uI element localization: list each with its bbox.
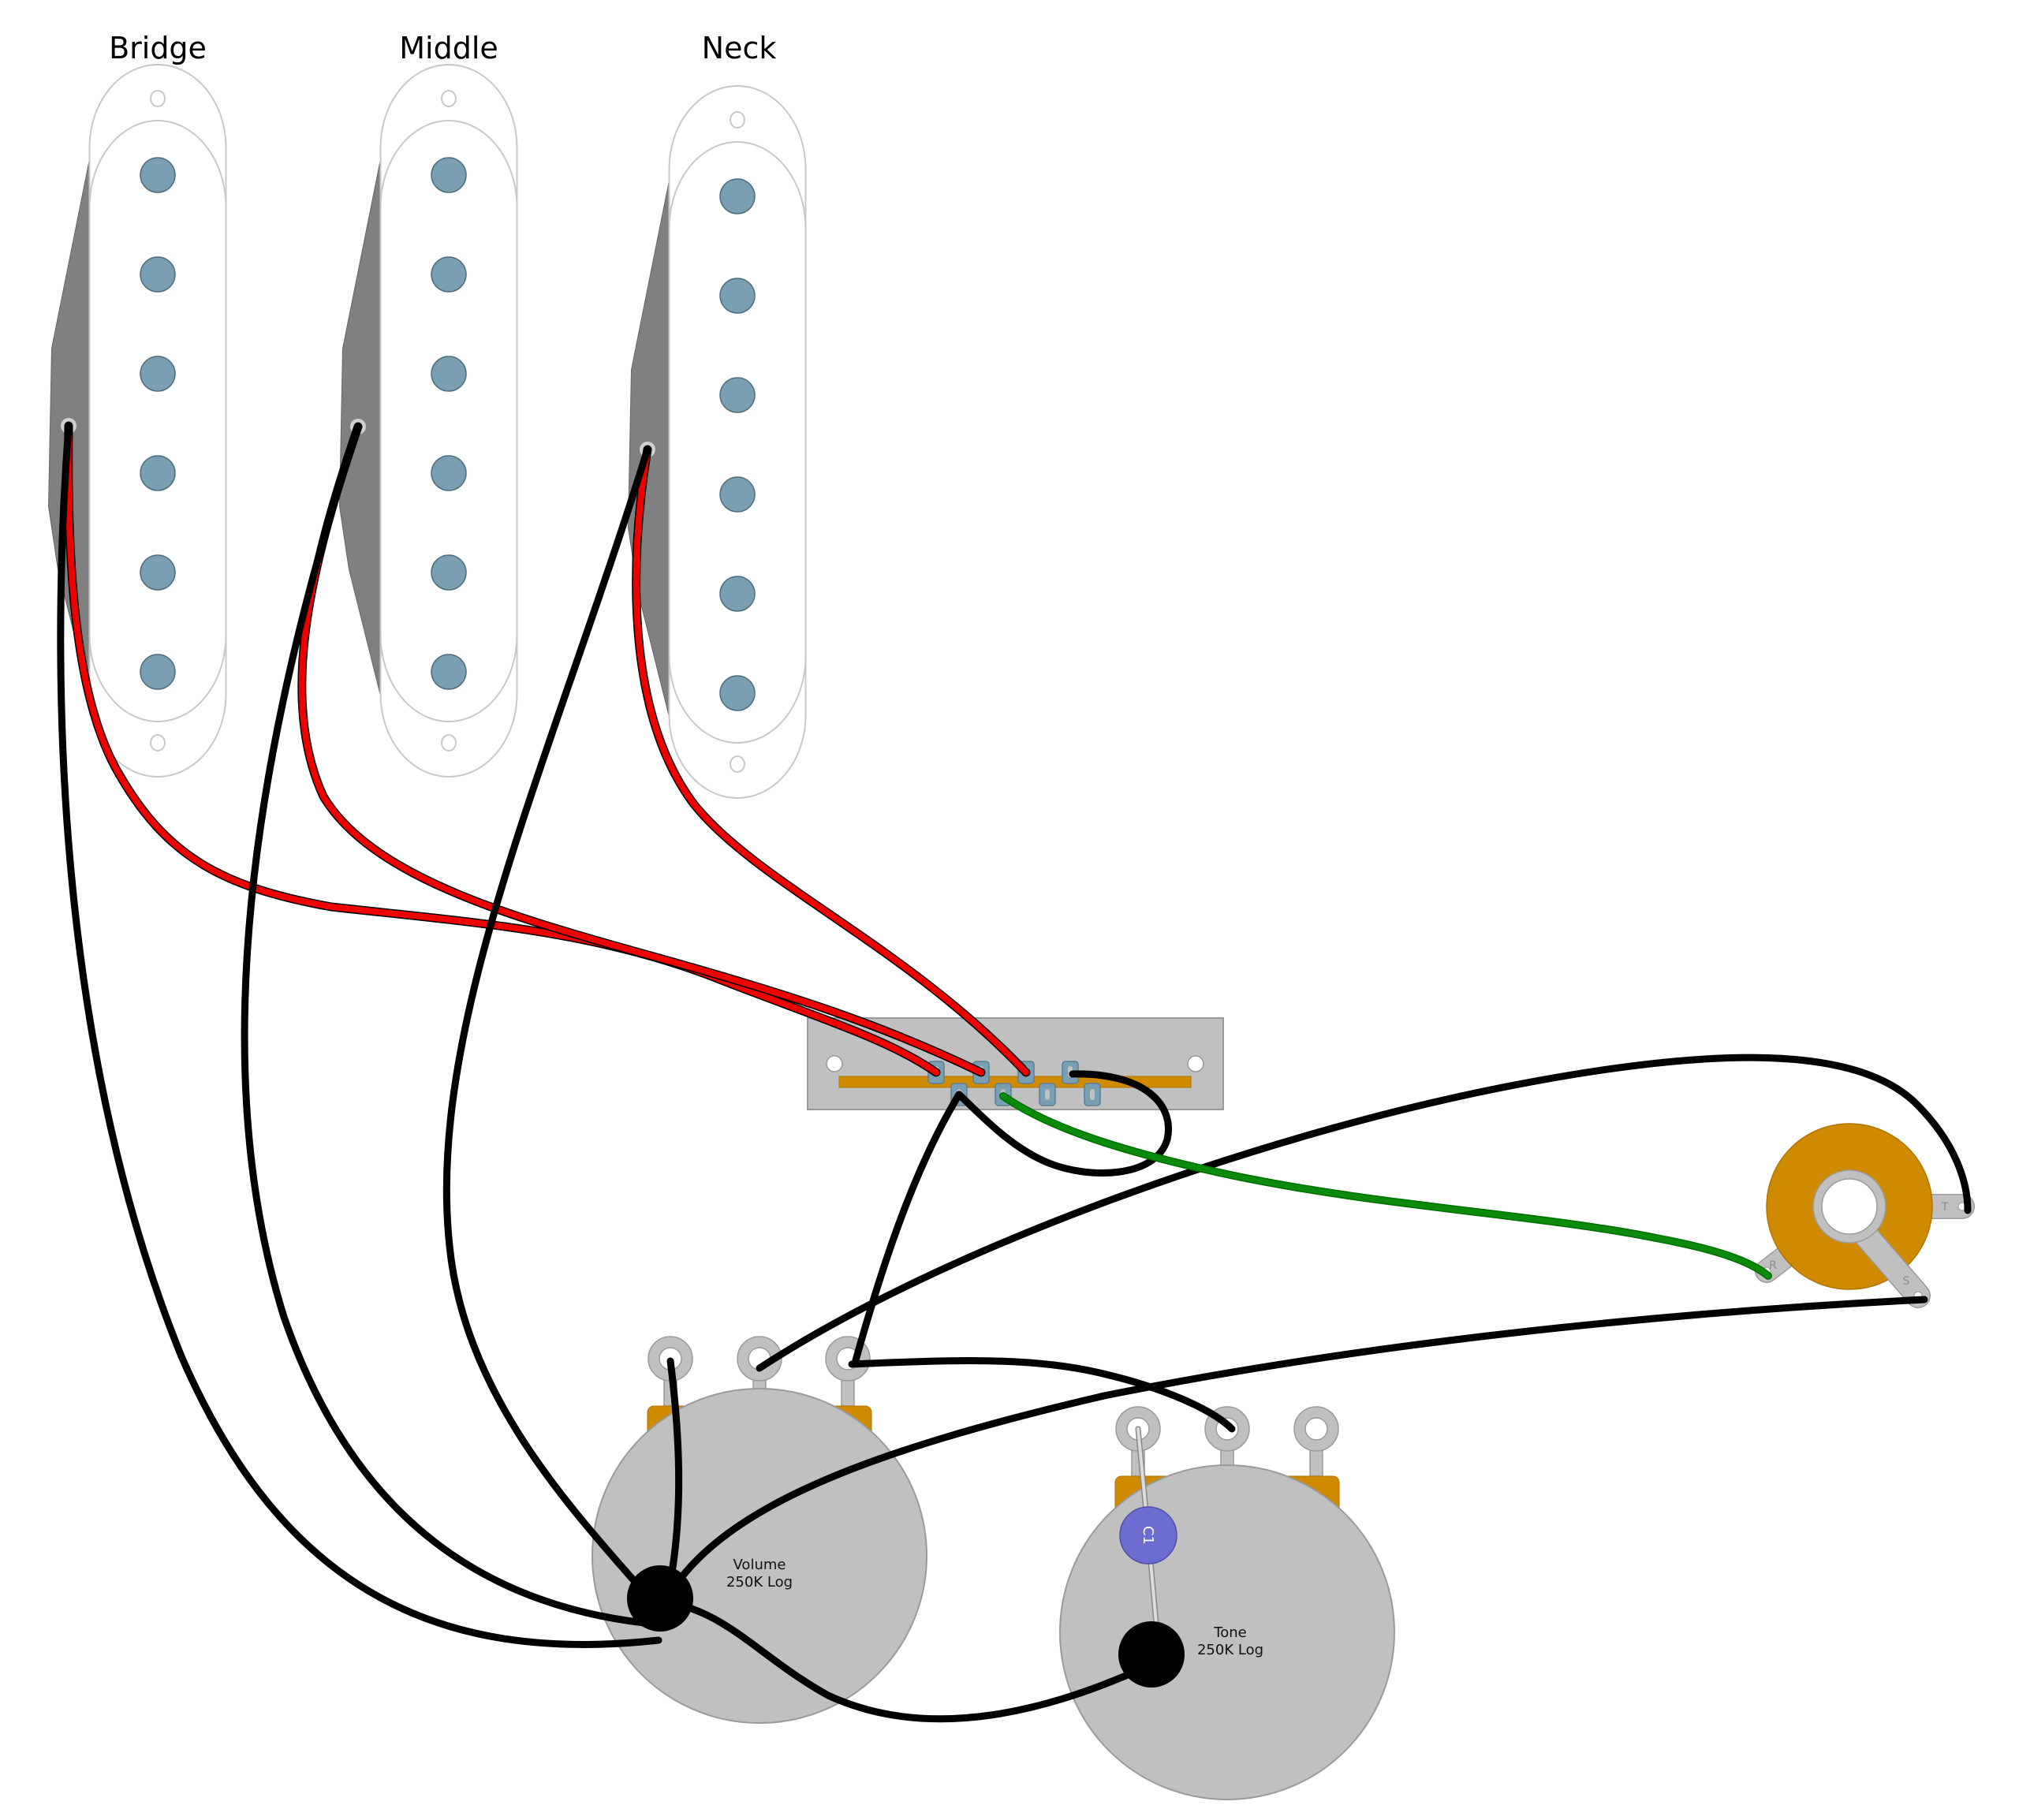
wire-volume-to-tone[interactable]	[848, 1357, 1236, 1433]
pickup-mount-hole-top	[441, 90, 457, 107]
switch-mount-hole-right	[1187, 1055, 1204, 1072]
pickup-label-neck: Neck	[702, 31, 777, 65]
wire-bridge-ground[interactable]	[57, 422, 662, 1648]
pole-piece	[719, 178, 756, 214]
pot-body	[592, 1388, 927, 1724]
volume-pot-value: 250K Log	[726, 1574, 793, 1591]
wire-neck-hot[interactable]	[632, 445, 1031, 1077]
tone-pot-name: Tone	[1213, 1624, 1246, 1641]
jack-label-tip: T	[1941, 1201, 1949, 1214]
pickup-mount-hole-top	[150, 90, 166, 107]
pole-piece	[431, 554, 467, 591]
jack-label-sleeve: S	[1903, 1275, 1910, 1288]
pickup-mount-hole-bottom	[441, 734, 457, 751]
pole-piece	[140, 256, 176, 293]
wire-jack-sleeve-ground[interactable]	[666, 1296, 1928, 1597]
tone-pot-value: 250K Log	[1197, 1642, 1263, 1658]
pickup-mount-hole-top	[730, 111, 745, 129]
capacitor-label: C1	[1140, 1526, 1156, 1545]
output-jack[interactable]: T R S	[1755, 1123, 1975, 1308]
volume-ground-solder[interactable]	[627, 1565, 693, 1632]
pole-piece	[431, 654, 467, 690]
pot-tone[interactable]	[1059, 1406, 1395, 1800]
wire-volume-to-tone-ground[interactable]	[655, 1597, 1153, 1723]
pole-piece	[140, 356, 176, 392]
wire-neck-ground[interactable]	[442, 446, 662, 1613]
switch-lug-slot	[1045, 1089, 1050, 1100]
pole-piece	[719, 377, 756, 413]
wire-volume-to-jack-tip[interactable]	[756, 1054, 1972, 1372]
pole-piece	[719, 576, 756, 612]
pickup-label-bridge: Bridge	[109, 31, 207, 65]
wire-middle-ground[interactable]	[241, 423, 662, 1628]
pole-piece	[140, 554, 176, 591]
pole-piece	[140, 455, 176, 491]
pole-piece	[140, 157, 176, 193]
pickup-neck[interactable]	[627, 85, 807, 799]
wire-middle-hot[interactable]	[297, 422, 986, 1077]
wires	[57, 421, 1972, 1723]
pole-piece	[431, 157, 467, 193]
pickup-cover	[379, 120, 518, 722]
jack-label-ring: R	[1769, 1259, 1777, 1272]
wire-switch-jumper[interactable]	[955, 1070, 1172, 1177]
pole-piece	[719, 476, 756, 513]
jack-sleeve-lug	[1849, 1218, 1931, 1308]
pot-lug-hole	[1304, 1417, 1328, 1441]
pickup-mount-hole-bottom	[730, 755, 745, 773]
switch-lug-slot	[1090, 1089, 1095, 1100]
pickup-label-middle: Middle	[399, 31, 498, 65]
potentiometers	[592, 1336, 1395, 1800]
pot-volume[interactable]	[592, 1336, 927, 1724]
pole-piece	[431, 256, 467, 293]
pickups	[47, 64, 807, 799]
jack-hole	[1821, 1178, 1878, 1235]
capacitor-body	[1119, 1506, 1177, 1565]
wire-output[interactable]	[999, 1092, 1772, 1280]
switch-mount-hole-left	[826, 1055, 843, 1072]
tone-ground-solder[interactable]	[1118, 1621, 1185, 1688]
pole-piece	[140, 654, 176, 690]
wire-bridge-hot[interactable]	[64, 421, 941, 1077]
capacitor-c1[interactable]: C1	[1119, 1506, 1177, 1565]
pickup-cover	[668, 141, 807, 744]
pole-piece	[431, 356, 467, 392]
pole-piece	[431, 455, 467, 491]
switch-contact-bar	[838, 1076, 1192, 1088]
pole-piece	[719, 278, 756, 314]
pickup-mount-hole-bottom	[150, 734, 166, 751]
pickup-bridge[interactable]	[47, 64, 227, 778]
pole-piece	[719, 675, 756, 711]
pickup-cover	[88, 120, 227, 722]
volume-pot-name: Volume	[733, 1557, 786, 1573]
pickup-middle[interactable]	[338, 64, 518, 778]
wire-switch-to-volume[interactable]	[852, 1091, 963, 1364]
